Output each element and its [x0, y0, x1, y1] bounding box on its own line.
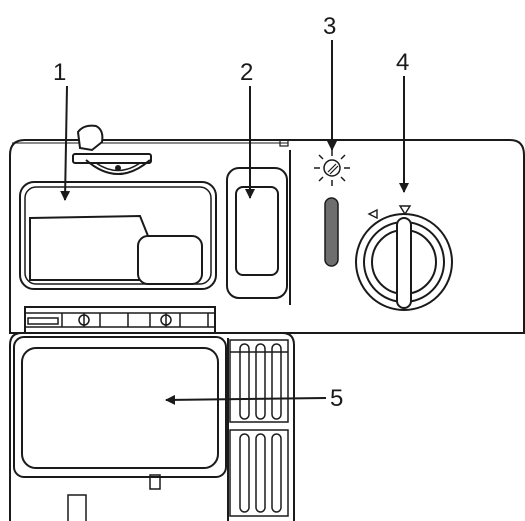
- rinse-aid-indicator: [314, 150, 350, 267]
- detergent-compartment: [19, 181, 217, 290]
- lid-latch: [72, 124, 152, 175]
- callout-1: 1: [53, 59, 66, 86]
- detergent-lid: [13, 336, 227, 521]
- leader-lines: [60, 40, 409, 405]
- callout-3: 3: [323, 13, 336, 40]
- sun-icon: [314, 150, 350, 186]
- panel-notch: [279, 139, 289, 147]
- prewash-cup: [137, 235, 203, 285]
- max-marker-icon: [398, 205, 412, 216]
- callout-4: 4: [396, 49, 409, 76]
- control-panel-housing: [9, 139, 525, 334]
- rinse-aid-compartment: [226, 167, 288, 299]
- dosage-dial: [355, 205, 453, 311]
- dial-handle: [396, 217, 412, 309]
- callout-2: 2: [240, 59, 253, 86]
- upper-grille: [229, 339, 289, 423]
- leader-1: [60, 85, 71, 201]
- hinge-strip: [24, 306, 216, 334]
- callout-5: 5: [330, 385, 343, 412]
- leader-5: [165, 394, 327, 405]
- lower-grille: [229, 429, 289, 517]
- indicator-window: [324, 197, 339, 267]
- min-marker-icon: [367, 208, 378, 220]
- lower-housing: [9, 332, 295, 521]
